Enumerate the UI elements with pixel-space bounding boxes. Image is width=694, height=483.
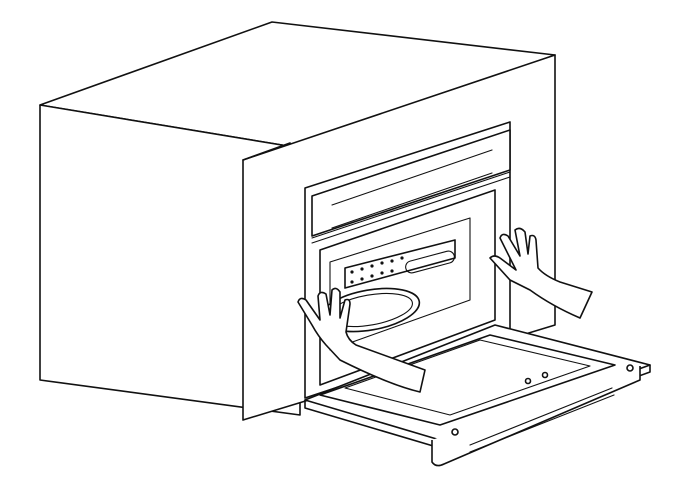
door-handle[interactable] — [431, 366, 641, 467]
door-latch — [524, 377, 532, 385]
door-screw — [451, 428, 459, 436]
door-handle-grip-line — [469, 387, 613, 446]
grill-element-dots — [350, 256, 404, 284]
oven-control-panel — [311, 129, 511, 237]
cabinet-left-side — [39, 104, 301, 416]
door-screw — [626, 364, 634, 372]
control-panel-lower-edge — [311, 171, 511, 239]
door-handle-grip-line — [469, 394, 615, 453]
control-panel-line — [331, 172, 493, 229]
door-latch — [541, 371, 549, 379]
left-hand — [297, 287, 426, 393]
right-hand — [489, 227, 593, 319]
cabinet-frame-edge — [242, 142, 291, 161]
control-panel-line — [331, 149, 493, 206]
left-hand-arm — [297, 287, 426, 393]
right-hand-arm — [489, 227, 593, 319]
control-panel-lower-edge-2 — [311, 176, 511, 244]
door-inner-panel — [319, 334, 616, 426]
oven-body — [304, 121, 511, 399]
oven-cavity-frame — [319, 189, 496, 386]
grill-heater-tube — [405, 250, 455, 274]
oven-door-open — [304, 324, 651, 467]
door-window — [344, 339, 591, 416]
door-handle-bar[interactable] — [431, 366, 641, 467]
